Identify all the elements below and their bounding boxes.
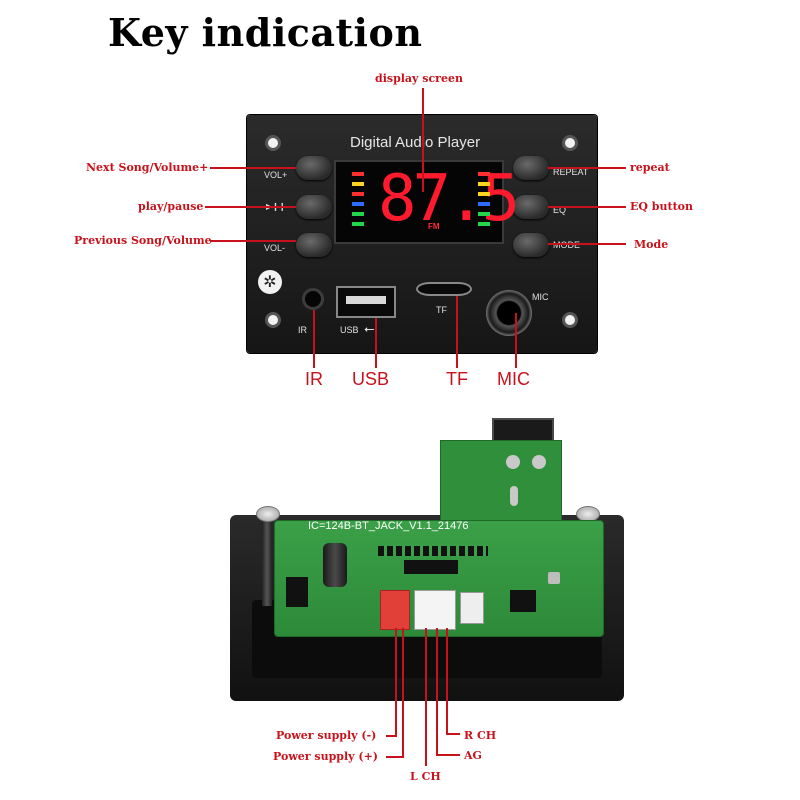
vol-up-label: VOL+	[264, 170, 288, 180]
display-callout-line	[422, 88, 424, 192]
eq-bar	[352, 212, 364, 216]
eq-button[interactable]	[513, 195, 549, 219]
audio-out-connector	[414, 590, 456, 630]
l-ch-callout-line	[425, 628, 427, 766]
power-plus-callout-hline	[386, 756, 404, 758]
mode-callout: Mode	[634, 238, 669, 251]
eq-bar	[352, 192, 364, 196]
previous-song-callout: Previous Song/Volume-	[74, 234, 217, 247]
ag-callout-line	[436, 628, 438, 754]
frequency-readout: 87.5	[378, 162, 520, 236]
usb-panel-label: USB	[340, 325, 359, 335]
usb-port-tongue	[346, 296, 386, 304]
repeat-label: REPEAT	[553, 167, 589, 177]
mount-hole-bottom-left	[265, 312, 281, 328]
crystal	[548, 572, 560, 584]
eq-callout-line	[548, 206, 626, 208]
tf-panel-label: TF	[436, 305, 447, 315]
repeat-callout: repeat	[630, 161, 670, 174]
eq-label: EQ	[553, 205, 567, 215]
next-song-button[interactable]	[296, 156, 332, 180]
mount-hole-top-right	[562, 135, 578, 151]
pcb-silkscreen: IC=124B-BT_JACK_V1.1_21476	[308, 520, 469, 532]
power-minus-callout: Power supply (-)	[276, 729, 377, 742]
power-minus-callout-hline	[386, 735, 397, 737]
solder-pad	[510, 486, 518, 506]
display-screen-callout: display screen	[375, 72, 463, 85]
ir-receiver	[302, 288, 324, 310]
bluetooth-chip	[510, 590, 536, 612]
regulator-chip	[286, 577, 308, 607]
l-ch-callout: L CH	[410, 770, 441, 783]
tf-callout-line	[456, 296, 458, 368]
eq-bar	[478, 212, 490, 216]
r-ch-callout-hline	[446, 733, 460, 735]
mount-hole-bottom-right	[562, 312, 578, 328]
mode-label: MODE	[553, 240, 580, 250]
eq-bar	[478, 222, 490, 226]
power-minus-callout-line	[395, 628, 397, 736]
eq-bar	[478, 182, 490, 186]
page-title: Key indication	[108, 10, 423, 55]
ir-callout-line	[313, 310, 315, 368]
tf-port-label: TF	[446, 369, 468, 389]
mount-hole-top-left	[265, 135, 281, 151]
mic-port-label: MIC	[497, 369, 530, 389]
chip	[404, 560, 458, 574]
ag-callout-hline	[436, 754, 460, 756]
r-ch-callout-line	[446, 628, 448, 734]
next-song-callout-line	[210, 167, 296, 169]
ir-port-label: IR	[305, 369, 323, 389]
vol-down-label: VOL-	[264, 243, 286, 253]
ir-panel-label: IR	[298, 325, 307, 335]
pcb-upper-tab	[440, 440, 562, 527]
eq-callout: EQ button	[630, 200, 693, 213]
aux-connector	[460, 592, 484, 624]
play-pause-callout-line	[205, 206, 296, 208]
next-song-callout: Next Song/Volume+	[86, 161, 209, 174]
standoff-left	[262, 516, 272, 606]
bluetooth-glyph: ✲	[263, 272, 277, 291]
capacitor	[323, 543, 347, 587]
eq-bar	[352, 202, 364, 206]
power-plus-callout: Power supply (+)	[273, 750, 379, 763]
power-plus-callout-line	[402, 628, 404, 756]
mic-jack[interactable]	[486, 290, 532, 336]
mode-button[interactable]	[513, 233, 549, 257]
eq-bar	[478, 192, 490, 196]
usb-icon: ⭠	[364, 321, 375, 336]
eq-bar	[352, 172, 364, 176]
play-pause-button[interactable]	[296, 195, 332, 219]
play-pause-callout: play/pause	[138, 200, 204, 213]
mic-panel-label: MIC	[532, 292, 549, 302]
pin-header	[378, 546, 488, 556]
previous-song-callout-line	[210, 240, 296, 242]
usb-callout-line	[375, 318, 377, 368]
usb-port-label: USB	[352, 369, 390, 389]
solder-pad	[532, 455, 546, 469]
solder-pad	[506, 455, 520, 469]
panel-title: Digital Audio Player	[350, 134, 481, 151]
eq-bar	[478, 172, 490, 176]
mic-callout-line	[515, 313, 517, 368]
fm-indicator: FM	[428, 222, 440, 231]
previous-song-button[interactable]	[296, 233, 332, 257]
tf-card-slot[interactable]	[416, 282, 472, 296]
repeat-callout-line	[548, 167, 626, 169]
eq-bar	[352, 182, 364, 186]
r-ch-callout: R CH	[464, 729, 497, 742]
bluetooth-icon	[258, 270, 282, 294]
eq-bar	[352, 222, 364, 226]
eq-bar	[478, 202, 490, 206]
mode-callout-line	[548, 243, 626, 245]
ag-callout: AG	[464, 749, 482, 762]
screw-left	[256, 506, 280, 522]
power-connector	[380, 590, 410, 630]
repeat-button[interactable]	[513, 156, 549, 180]
